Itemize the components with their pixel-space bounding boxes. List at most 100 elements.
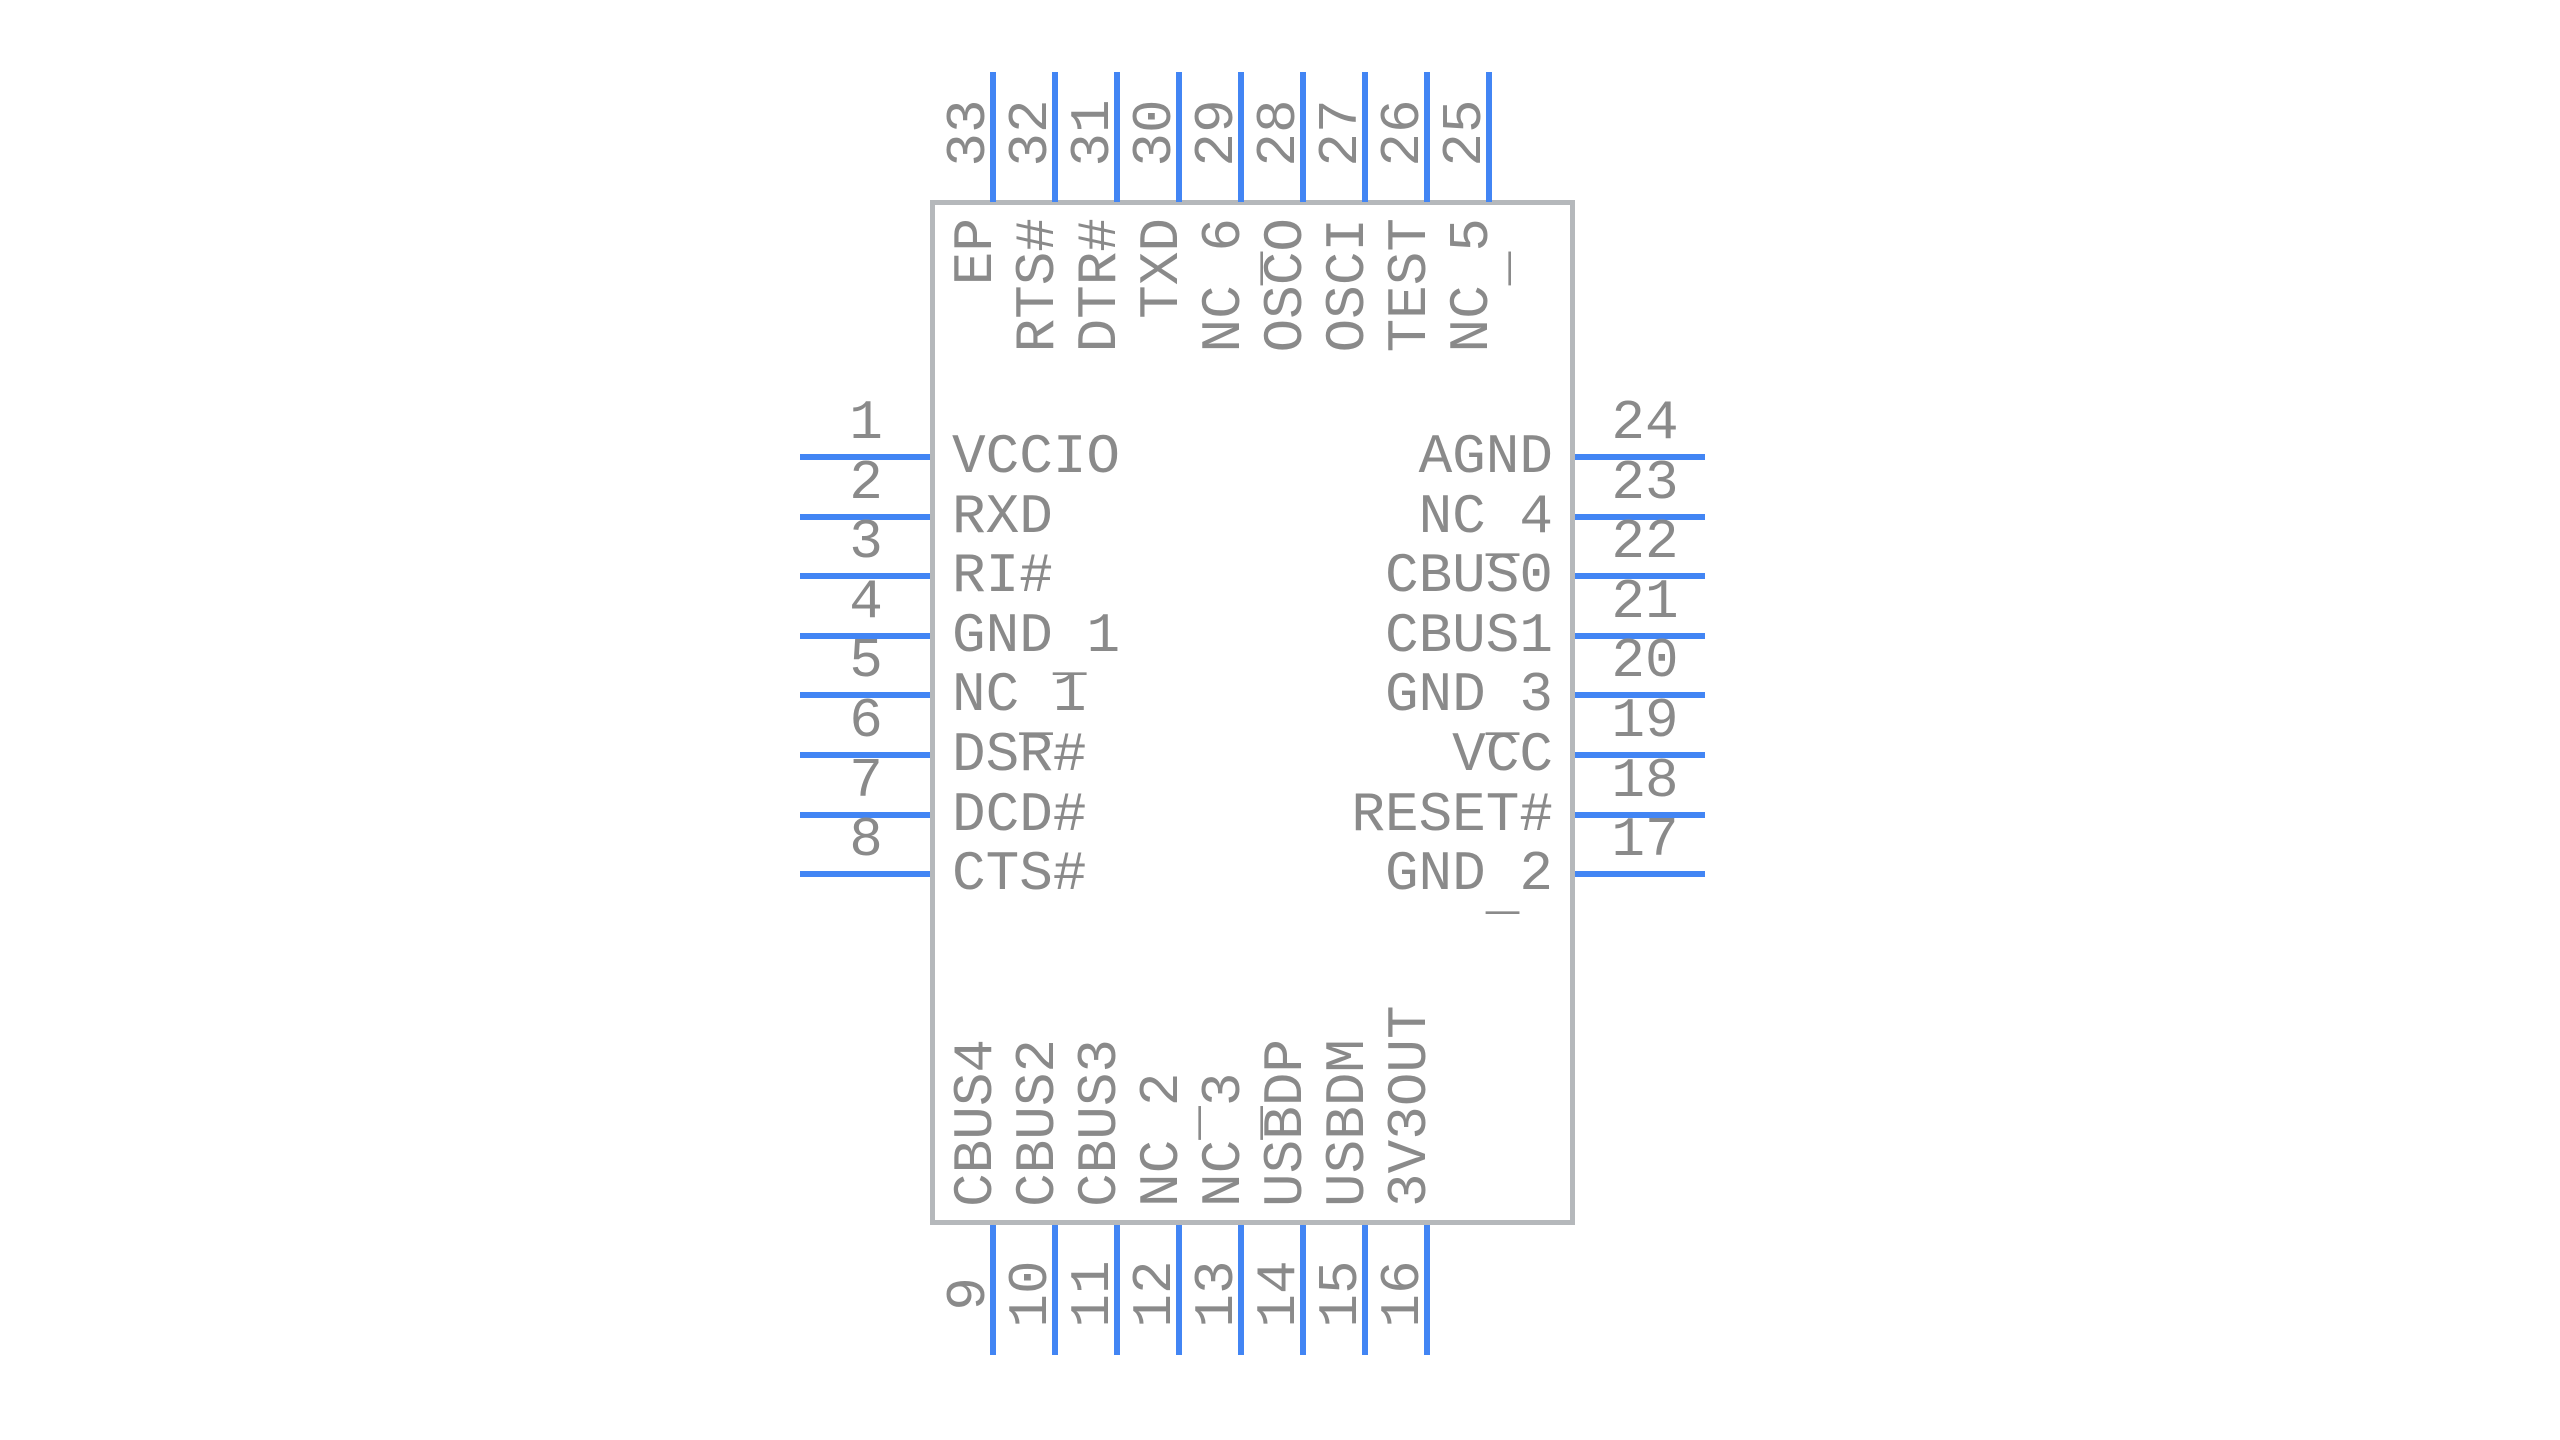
pin-label: USBDM [1316,1038,1380,1207]
pin-label: OSCI [1316,218,1380,353]
pin-line [1362,72,1368,202]
pin-label: EP [944,218,1008,286]
pin-number: 16 [1371,1260,1435,1328]
pin-line [1575,513,1705,520]
pin-line [800,871,930,878]
pin-number: 27 [1309,99,1373,167]
pin-number: 18 [1611,748,1679,813]
pin-number: 9 [937,1277,1001,1311]
pin-line [1575,692,1705,699]
pin-line [800,632,930,639]
pin-line [1575,811,1705,818]
pin-line [1300,72,1306,202]
pin-line [1114,72,1120,202]
component-body [930,200,1575,1225]
pin-label: CBUS2 [1006,1038,1070,1207]
pin-number: 5 [849,629,883,694]
pin-label: CTS# [952,842,1087,907]
pin-number: 31 [1061,99,1125,167]
pin-number: 10 [999,1260,1063,1328]
pin-line [990,72,996,202]
pin-number: 28 [1247,99,1311,167]
pin-line [800,573,930,580]
pin-line [1575,454,1705,460]
pin-line [800,454,930,460]
pin-number: 24 [1611,391,1679,455]
pin-line [1575,632,1705,639]
pin-label: CBUS1 [1384,603,1553,668]
pin-label: 3V3OUT [1378,1005,1442,1207]
pin-number: 6 [849,689,883,753]
pin-line [1300,1225,1306,1355]
pin-line [1238,72,1244,202]
pin-number: 3 [849,510,883,575]
pin-label: CBUS4 [944,1038,1008,1207]
pin-label: RTS# [1006,218,1070,353]
pin-line [1575,752,1705,758]
pin-label: RI# [952,544,1053,609]
pin-label: DTR# [1068,218,1132,353]
pin-label: GND_2 [1384,842,1553,925]
pin-line [1238,1225,1244,1355]
pin-label: NC_5 [1440,218,1523,353]
pin-number: 12 [1123,1260,1187,1328]
pin-line [1176,1225,1182,1355]
pin-line [990,1225,996,1355]
pin-label: DCD# [952,782,1087,847]
pin-number: 17 [1611,808,1679,873]
pin-number: 4 [849,569,883,634]
pin-line [1052,1225,1058,1355]
pin-line [800,811,930,818]
pin-line [1362,1225,1368,1355]
pin-number: 30 [1123,99,1187,167]
pin-line [1575,573,1705,580]
pin-number: 33 [937,99,1001,167]
pin-number: 26 [1371,99,1435,167]
pin-label: AGND [1418,425,1553,489]
pin-label: CBUS0 [1384,544,1553,609]
pin-label: VCCIO [952,425,1121,489]
pin-label: VCC [1452,723,1553,787]
pin-line [1424,72,1430,202]
pin-line [800,692,930,699]
pin-number: 21 [1611,569,1679,634]
pin-number: 15 [1309,1260,1373,1328]
pin-number: 1 [849,391,883,455]
pin-label: DSR# [952,723,1087,787]
pin-number: 7 [849,748,883,813]
pin-line [1052,72,1058,202]
pin-line [800,513,930,520]
pin-number: 22 [1611,510,1679,575]
pin-label: NC_6 [1192,218,1275,353]
pin-label: NC_3 [1192,1072,1275,1207]
pin-label: NC_4 [1418,484,1553,568]
pin-label: GND_1 [952,603,1121,687]
pin-label: USBDP [1254,1038,1318,1207]
pin-line [1575,871,1705,878]
pin-number: 2 [849,450,883,515]
pin-number: 14 [1247,1260,1311,1328]
pin-number: 32 [999,99,1063,167]
pin-number: 20 [1611,629,1679,694]
pin-line [1486,72,1492,202]
pin-number: 25 [1433,99,1497,167]
pin-label: GND_3 [1384,663,1553,746]
pin-label: NC_1 [952,663,1087,746]
pin-label: NC_2 [1130,1072,1213,1207]
pin-line [1176,72,1182,202]
pin-label: RXD [952,484,1053,549]
pin-label: OSCO [1254,218,1318,353]
pin-number: 23 [1611,450,1679,515]
pin-line [800,752,930,758]
pin-number: 19 [1611,689,1679,753]
pin-label: TXD [1130,218,1194,319]
pin-line [1424,1225,1430,1355]
pin-label: CBUS3 [1068,1038,1132,1207]
pin-number: 8 [849,808,883,873]
pin-label: TEST [1378,218,1442,353]
pin-number: 13 [1185,1260,1249,1328]
pin-label: RESET# [1351,782,1553,847]
pin-number: 29 [1185,99,1249,167]
pin-line [1114,1225,1120,1355]
